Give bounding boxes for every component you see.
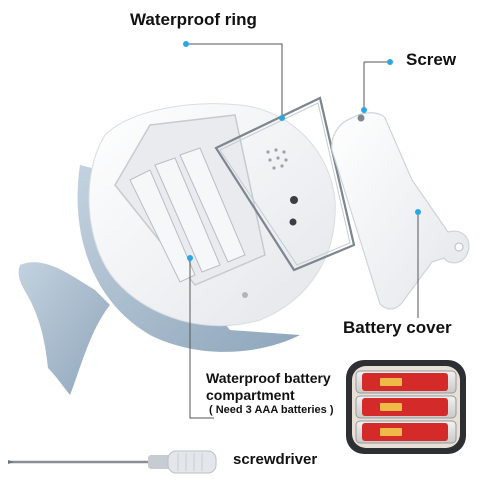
battery-inset-photo — [346, 360, 466, 454]
cover-screw — [357, 114, 365, 122]
label-screw: Screw — [406, 50, 457, 69]
waterproof-ring — [214, 96, 356, 272]
label-compartment-line1: Waterproof battery — [206, 370, 331, 386]
speaker-holes — [266, 148, 288, 170]
label-compartment-note: ( Need 3 AAA batteries ) — [209, 404, 334, 416]
whale-tail — [18, 262, 111, 395]
cover-tab-hole — [454, 242, 464, 252]
callout-lines — [186, 43, 419, 419]
battery-slots — [129, 147, 246, 283]
eye-hole — [290, 196, 298, 204]
eye-hole-lower — [289, 218, 297, 226]
callout-dots — [183, 41, 421, 261]
label-screwdriver: screwdriver — [233, 451, 318, 468]
label-battery-cover: Battery cover — [343, 318, 452, 337]
shell-screw-hole — [242, 292, 248, 298]
label-compartment-line2: compartment — [206, 387, 295, 403]
screwdriver-icon — [8, 450, 217, 474]
battery-cover — [331, 112, 470, 310]
label-waterproof-ring: Waterproof ring — [130, 10, 257, 29]
